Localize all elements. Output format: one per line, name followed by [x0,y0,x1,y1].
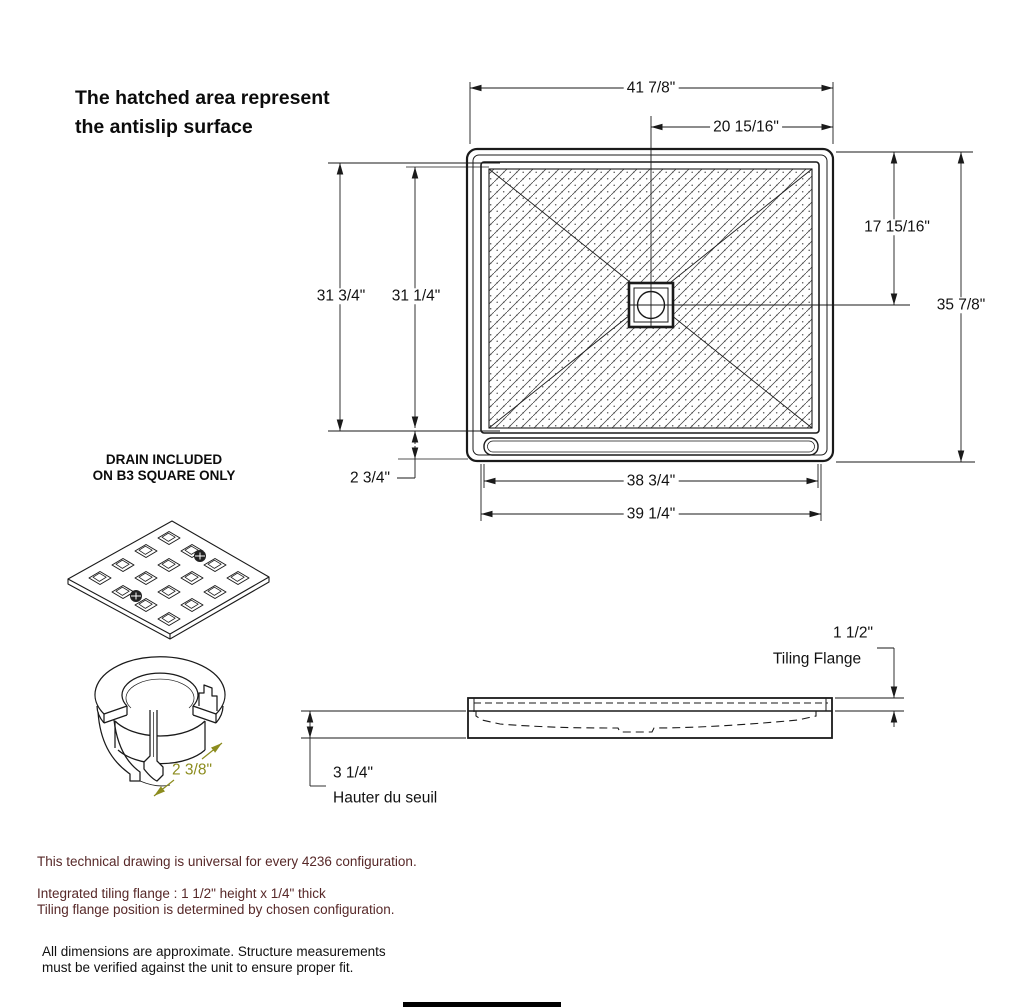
note-flange-spec: Integrated tiling flange : 1 1/2" height… [37,886,326,901]
note-disclaimer-line1: All dimensions are approximate. Structur… [42,944,386,959]
dim-flange-height: 1 1/2" [833,624,873,642]
dim-depth-inner: 31 1/4" [388,288,444,304]
dim-threshold-depth: 2 3/4" [347,470,393,486]
dim-seuil-height: 3 1/4" [333,764,373,782]
dim-height-to-drain: 17 15/16" [861,219,933,235]
grate-screw-icon [130,550,206,602]
top-view-pan [465,116,910,463]
dim-width-to-center: 20 15/16" [710,119,782,135]
dim-width-overall: 41 7/8" [623,80,679,96]
side-view [467,697,833,739]
dim-threshold-inner-width: 38 3/4" [623,473,679,489]
dim-depth-outer: 31 3/4" [313,288,369,304]
label-hauteur-seuil: Hauter du seuil [333,789,438,807]
dim-height-overall: 35 7/8" [933,297,989,313]
title-line2: the antislip surface [75,116,253,139]
drain-grate-drawing [67,520,270,640]
side-view-dimensions [301,647,904,787]
drain-body-dimension [153,742,223,797]
drain-included-note: DRAIN INCLUDED ON B3 SQUARE ONLY [93,452,236,484]
note-flange-position: Tiling flange position is determined by … [37,902,395,917]
drain-note-line1: DRAIN INCLUDED [105,452,223,467]
drain-symbol [627,281,675,329]
note-disclaimer-line2: must be verified against the unit to ens… [42,960,354,975]
page-title: The hatched area represent the antislip … [75,84,330,143]
dim-drain-size: 2 3/8" [172,761,212,779]
note-universal: This technical drawing is universal for … [37,854,417,869]
drain-note-line2: ON B3 SQUARE ONLY [92,467,236,483]
footer-bar [403,1002,561,1007]
dim-threshold-outer-width: 39 1/4" [623,506,679,522]
threshold-band [483,437,819,456]
label-tiling-flange: Tiling Flange [772,650,862,668]
drain-body-drawing [94,656,226,787]
title-line1: The hatched area represent [75,87,330,109]
